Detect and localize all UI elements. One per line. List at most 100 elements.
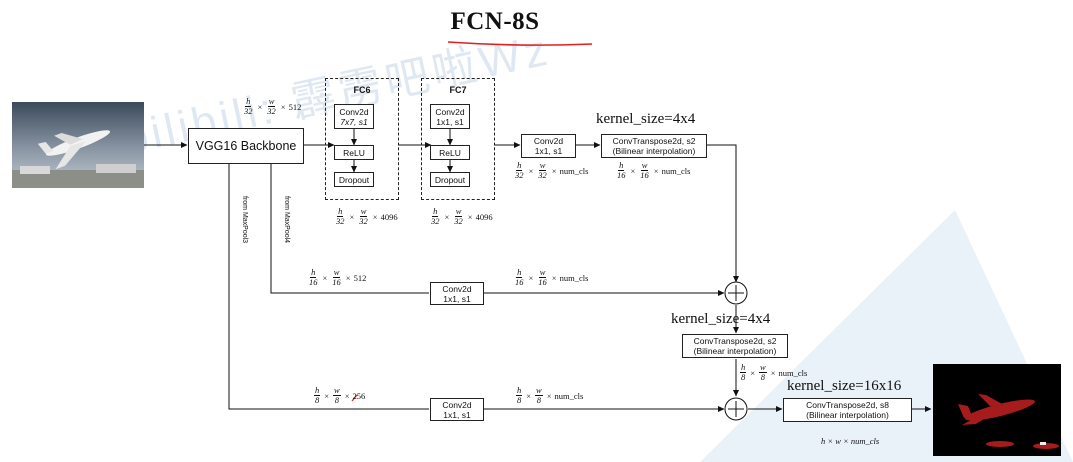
height-denominator: 8 xyxy=(517,395,522,405)
diagram-title: FCN-8S xyxy=(450,8,540,35)
width-denominator: 32 xyxy=(538,170,547,180)
height-denominator: 8 xyxy=(741,372,746,382)
fc7-relu-box: ReLU xyxy=(430,145,470,160)
connection-lines xyxy=(144,129,932,412)
vgg16-backbone-box: VGG16 Backbone xyxy=(188,128,304,164)
times-sign: × xyxy=(322,272,328,283)
height-denominator: 8 xyxy=(315,395,320,405)
conv-bottom-line2: 1x1, s1 xyxy=(443,409,471,420)
fc7-conv-line1: Conv2d xyxy=(435,106,465,117)
deconv2-box: ConvTranspose2d, s2 (Bilinear interpolat… xyxy=(682,334,788,358)
height-numerator: h xyxy=(310,267,317,278)
from-maxpool4-label: from MaxPool4 xyxy=(283,196,290,244)
times-sign: × xyxy=(750,367,756,378)
times-sign: × xyxy=(770,367,776,378)
vgg16-backbone-label: VGG16 Backbone xyxy=(195,139,297,153)
width-numerator: w xyxy=(359,206,368,217)
times-sign: × xyxy=(551,272,557,283)
fc6-title: FC6 xyxy=(353,85,371,95)
times-sign: × xyxy=(257,101,263,112)
fc7-relu-label: ReLU xyxy=(439,147,461,158)
conv-top-line1: Conv2d xyxy=(533,136,564,146)
deconv3-box: ConvTranspose2d, s8 (Bilinear interpolat… xyxy=(783,398,912,422)
height-numerator: h xyxy=(337,206,344,217)
width-numerator: w xyxy=(538,160,547,171)
channel-count: num_cls xyxy=(559,165,589,176)
fc6-conv-line1: Conv2d xyxy=(339,106,369,117)
width-denominator: 8 xyxy=(334,395,339,405)
times-sign: × xyxy=(526,390,532,401)
deconv3-line1: ConvTranspose2d, s8 xyxy=(806,400,889,410)
channel-count: 4096 xyxy=(380,211,398,222)
width-denominator: 32 xyxy=(359,216,368,226)
width-numerator: w xyxy=(759,362,767,373)
channel-count: 4096 xyxy=(475,211,493,222)
width-numerator: w xyxy=(454,206,463,217)
times-sign: × xyxy=(372,211,378,222)
times-sign: × xyxy=(653,165,659,176)
height-denominator: 16 xyxy=(617,170,626,180)
deconv2-line2: (Bilinear interpolation) xyxy=(693,346,777,356)
times-sign: × xyxy=(467,211,473,222)
times-sign: × xyxy=(546,390,552,401)
deconv2-kernel-label: kernel_size=4x4 xyxy=(671,311,771,327)
deconv3-kernel-label: kernel_size=16x16 xyxy=(787,378,902,394)
fc6-conv-box: Conv2d 7x7, s1 xyxy=(334,104,374,129)
conv-mid-box: Conv2d 1x1, s1 xyxy=(430,282,484,305)
width-denominator: 16 xyxy=(332,277,341,287)
fc6-group: FC6 xyxy=(325,78,399,200)
times-sign: × xyxy=(528,272,534,283)
height-numerator: h xyxy=(314,385,321,396)
deconv1-line1: ConvTranspose2d, s2 xyxy=(612,136,696,146)
output-segmentation-mask xyxy=(933,364,1061,456)
times-sign: × xyxy=(444,211,450,222)
fc6-relu-box: ReLU xyxy=(334,145,374,160)
fc7-dropout-box: Dropout xyxy=(430,172,470,187)
times-sign: × xyxy=(344,390,350,401)
conv-bottom-box: Conv2d 1x1, s1 xyxy=(430,398,484,421)
fc7-conv-line2: 1x1, s1 xyxy=(436,116,464,127)
height-numerator: h xyxy=(516,385,523,396)
channel-count: 512 xyxy=(288,101,302,112)
conv-top-line2: 1x1, s1 xyxy=(534,146,563,156)
channel-count: 256 xyxy=(352,390,366,401)
conv-bottom-line1: Conv2d xyxy=(442,399,472,410)
height-numerator: h xyxy=(516,160,523,171)
width-numerator: w xyxy=(535,385,543,396)
pencil-mark xyxy=(351,394,358,402)
width-denominator: 32 xyxy=(267,106,276,116)
deconv3-line2: (Bilinear interpolation) xyxy=(806,410,889,420)
fc7-dropout-label: Dropout xyxy=(434,174,466,185)
channel-count: num_cls xyxy=(778,367,808,378)
width-numerator: w xyxy=(333,385,341,396)
channel-count: num_cls xyxy=(559,272,589,283)
height-denominator: 16 xyxy=(515,277,524,287)
height-denominator: 32 xyxy=(244,106,253,116)
height-numerator: h xyxy=(245,96,252,107)
times-sign: × xyxy=(345,272,351,283)
fc7-group: FC7 xyxy=(421,78,495,200)
height-numerator: h xyxy=(740,362,747,373)
times-sign: × xyxy=(280,101,286,112)
height-denominator: 32 xyxy=(431,216,440,226)
add-node-top xyxy=(724,281,748,305)
deconv1-kernel-label: kernel_size=4x4 xyxy=(596,111,696,127)
fc6-conv-line2: 7x7, s1 xyxy=(340,116,368,127)
times-sign: × xyxy=(551,165,557,176)
from-maxpool3-label: from MaxPool3 xyxy=(241,196,248,244)
